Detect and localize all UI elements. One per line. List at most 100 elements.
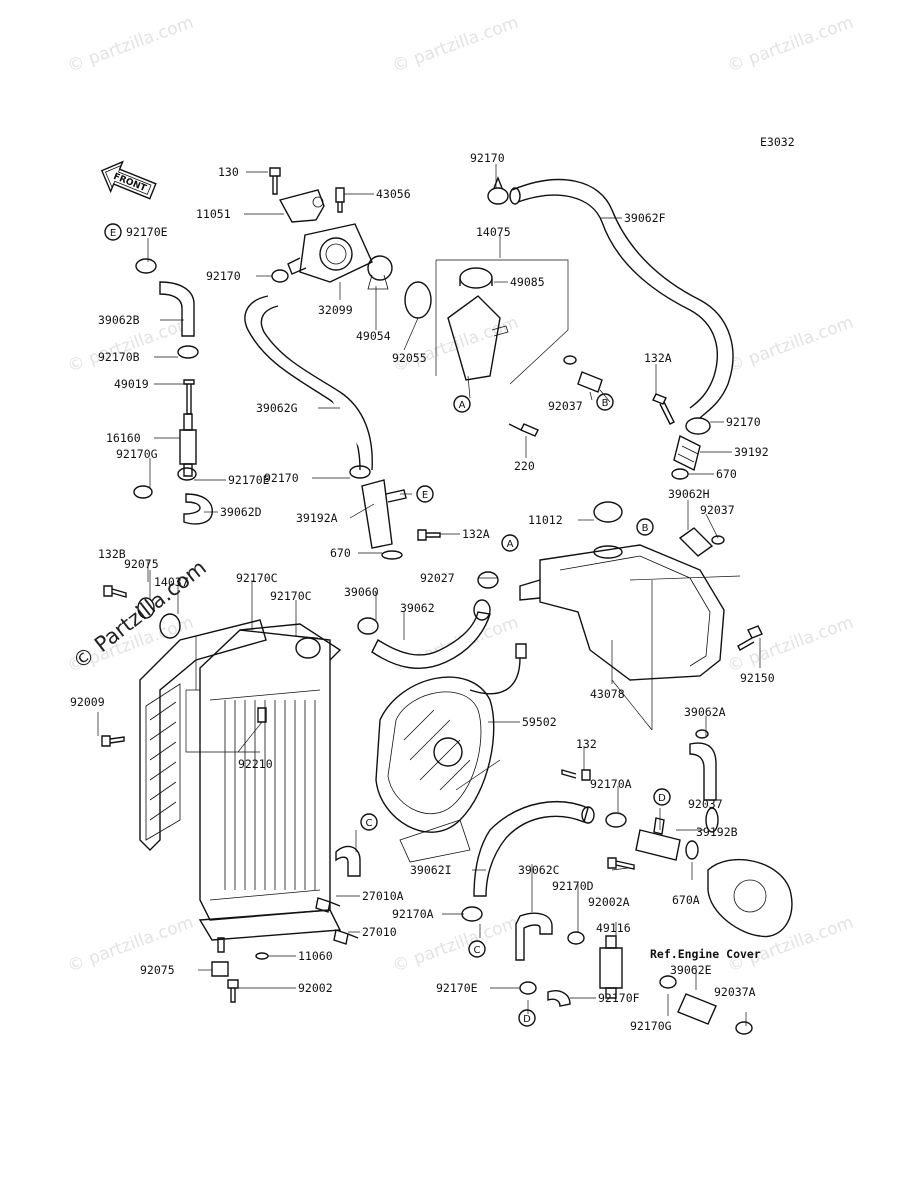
part-label: 92210 <box>238 757 273 771</box>
part-label: 11060 <box>298 949 333 963</box>
part-label: 27010A <box>362 889 404 903</box>
part-label: 14037 <box>154 575 189 589</box>
part-label: 92009 <box>70 695 105 709</box>
part-label: 39062G <box>256 401 298 415</box>
radiator-39060 <box>101 585 361 1003</box>
part-label: 92002 <box>298 981 333 995</box>
hose-39062G <box>244 295 373 471</box>
part-label: 130 <box>218 165 239 179</box>
watermark-text: © partzilla.com <box>725 613 856 677</box>
part-label: 132B <box>98 547 126 561</box>
part-label: 92170A <box>590 777 632 791</box>
part-label: 670 <box>330 546 351 560</box>
callout-letter: B <box>642 523 649 534</box>
part-label: 11012 <box>528 513 563 527</box>
hose-39062I <box>473 801 595 897</box>
part-label: 27010 <box>362 925 397 939</box>
callout-letter: B <box>602 398 609 409</box>
callout-letter: A <box>459 400 466 411</box>
watermark-text: © partzilla.com <box>725 13 856 77</box>
part-label: 39062A <box>684 705 726 719</box>
watermark-text: © partzilla.com <box>725 313 856 377</box>
part-label: 92170 <box>470 151 505 165</box>
part-label: 16160 <box>106 431 141 445</box>
part-label: 92037 <box>548 399 583 413</box>
part-label: 39060 <box>344 585 379 599</box>
callout-circles <box>104 223 671 1027</box>
part-label: 92170F <box>598 991 640 1005</box>
left-small-parts <box>133 258 213 525</box>
part-label: 92170 <box>726 415 761 429</box>
part-label: 92170C <box>270 589 312 603</box>
part-label: 92075 <box>124 557 159 571</box>
part-label: 92170D <box>552 879 594 893</box>
part-label: 39192B <box>696 825 738 839</box>
diagram-code: E3032 <box>760 135 795 149</box>
part-label: 39062D <box>220 505 262 519</box>
part-label: 43056 <box>376 187 411 201</box>
hose-39062 <box>357 571 499 669</box>
part-label: 39062E <box>670 963 712 977</box>
fan-59502 <box>375 643 591 863</box>
part-label: 39062 <box>400 601 435 615</box>
part-label: 59502 <box>522 715 557 729</box>
callout-letter: E <box>422 490 428 501</box>
part-label: 92075 <box>140 963 175 977</box>
reference-note: Ref.Engine Cover <box>650 947 761 961</box>
part-label: 92170E <box>228 473 270 487</box>
leader-lines <box>97 164 761 1026</box>
part-label: 92027 <box>420 571 455 585</box>
callout-letter: C <box>474 945 481 956</box>
part-label: 39192A <box>296 511 338 525</box>
part-label: 43078 <box>590 687 625 701</box>
watermark-text: © partzilla.com <box>65 913 196 977</box>
callout-letter: C <box>366 818 373 829</box>
front-arrow-icon <box>100 160 157 200</box>
thermostat-housing-group <box>269 167 539 437</box>
part-label: 92170 <box>206 269 241 283</box>
part-label: 49054 <box>356 329 391 343</box>
tee-fitting-39192A <box>349 465 441 560</box>
part-label: 49019 <box>114 377 149 391</box>
part-label: 92055 <box>392 351 427 365</box>
watermark-text: © partzilla.com <box>390 913 521 977</box>
part-label: 11051 <box>196 207 231 221</box>
part-label: 92170 <box>264 471 299 485</box>
part-label: 92170C <box>236 571 278 585</box>
part-label: 132 <box>576 737 597 751</box>
part-label: 32099 <box>318 303 353 317</box>
part-label: 670 <box>716 467 737 481</box>
part-label: 92037A <box>714 985 756 999</box>
part-label: 132A <box>462 527 490 541</box>
part-label: 49085 <box>510 275 545 289</box>
part-label: 39062C <box>518 863 560 877</box>
part-label: 92170E <box>436 981 478 995</box>
part-label: 39062I <box>410 863 452 877</box>
hose-39062F <box>509 178 734 480</box>
watermark-text: © partzilla.com <box>65 13 196 77</box>
callout-letter: D <box>523 1014 531 1025</box>
fitting-39192B <box>605 812 793 938</box>
part-label: 92037 <box>700 503 735 517</box>
part-label: 92150 <box>740 671 775 685</box>
callout-letter: A <box>507 539 514 550</box>
part-label: 39062F <box>624 211 666 225</box>
watermark-text: © partzilla.com <box>725 913 856 977</box>
part-label: 92002A <box>588 895 630 909</box>
part-label: 92170E <box>126 225 168 239</box>
watermark-text: © partzilla.com <box>390 13 521 77</box>
reservoir-tank-43078 <box>519 501 763 833</box>
part-label: 92170G <box>630 1019 672 1033</box>
part-label: 49116 <box>596 921 631 935</box>
part-label: 39062B <box>98 313 140 327</box>
part-label: 92170A <box>392 907 434 921</box>
part-label: 39062H <box>668 487 710 501</box>
part-labels: 130 11051 43056 92170 39062F 14075 92170… <box>70 151 775 1033</box>
part-label: 92170B <box>98 350 140 364</box>
part-label: 132A <box>644 351 672 365</box>
part-label: 14075 <box>476 225 511 239</box>
part-label: 39192 <box>734 445 769 459</box>
callout-letter: D <box>658 793 666 804</box>
